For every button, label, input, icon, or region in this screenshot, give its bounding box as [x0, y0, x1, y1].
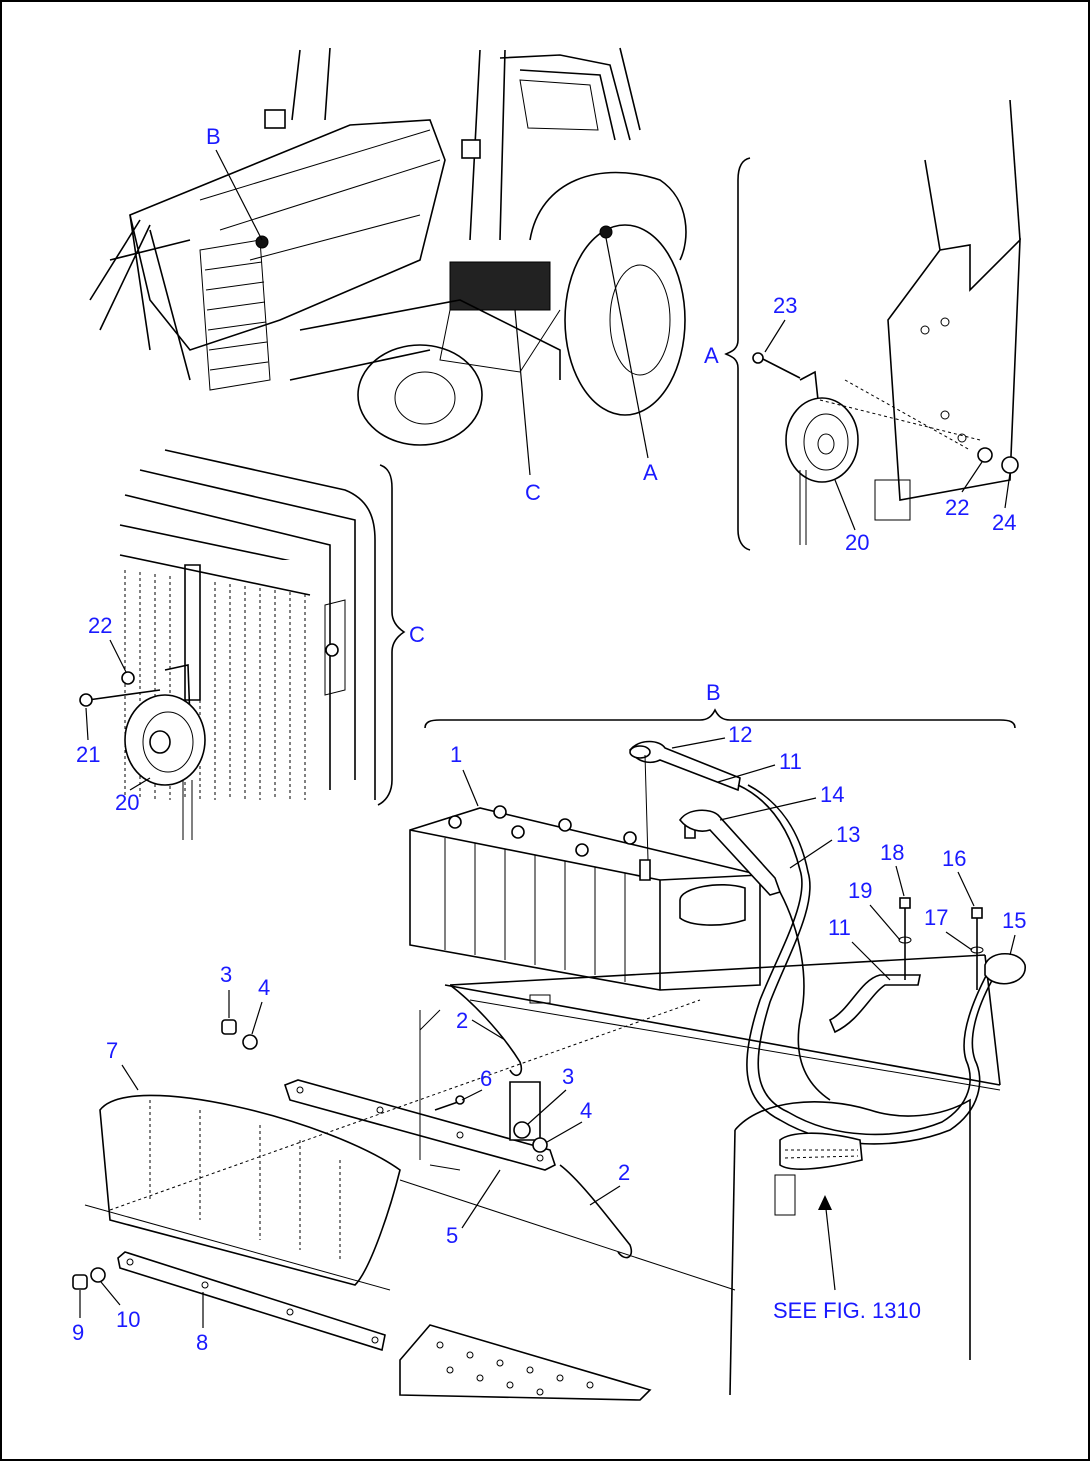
part-label-10: 10 [116, 1307, 140, 1332]
see-fig-arrowhead [818, 1195, 832, 1210]
leader-a23 [764, 319, 786, 353]
leader-17 [945, 931, 973, 951]
leader-10 [100, 1281, 121, 1306]
leader-6 [461, 1089, 483, 1101]
leader-7 [121, 1064, 139, 1091]
part-label-a22: 22 [945, 495, 969, 520]
leader-overview-c [514, 309, 531, 476]
leader-overview-a [605, 237, 649, 459]
machine-overview [89, 47, 687, 446]
overview-label-c: C [525, 480, 541, 505]
leader-a20 [834, 479, 856, 531]
part-label-11-bottom: 11 [828, 915, 851, 940]
leader-2-top [471, 1019, 506, 1041]
part-label-13: 13 [836, 822, 860, 847]
leader-3-right [527, 1089, 567, 1125]
view-label-b: B [706, 680, 721, 705]
leader-15 [1009, 934, 1016, 956]
view-a-brace [724, 157, 751, 551]
part-label-a20: 20 [845, 530, 869, 555]
part-label-19: 19 [848, 878, 872, 903]
leader-2-bottom [589, 1185, 621, 1206]
part-label-14: 14 [820, 782, 844, 807]
part-label-7: 7 [106, 1038, 118, 1063]
leader-c21 [85, 707, 89, 741]
part-label-17: 17 [924, 905, 948, 930]
part-label-4-right: 4 [580, 1098, 592, 1123]
leader-12 [671, 737, 726, 749]
leader-a24 [1004, 472, 1011, 509]
part-label-a23: 23 [773, 293, 797, 318]
leader-4-right [546, 1121, 583, 1143]
leader-c20 [129, 777, 151, 791]
part-label-a24: 24 [992, 510, 1016, 535]
view-b-brace [424, 708, 1016, 729]
leader-16 [957, 871, 975, 907]
part-label-16: 16 [942, 846, 966, 871]
view-label-a: A [704, 343, 719, 368]
leader-19 [869, 904, 901, 941]
leader-5 [461, 1169, 501, 1229]
part-label-9: 9 [72, 1320, 84, 1345]
leader-a22 [961, 461, 983, 493]
part-label-4-left: 4 [258, 975, 270, 1000]
part-label-1: 1 [450, 742, 462, 767]
part-label-3-right: 3 [562, 1064, 574, 1089]
part-label-12: 12 [728, 722, 752, 747]
leader-4-left [251, 1001, 263, 1035]
view-label-c: C [409, 622, 425, 647]
part-label-c21: 21 [76, 742, 100, 767]
cover-assembly [72, 984, 736, 1401]
leader-18 [895, 865, 905, 897]
part-label-2-top: 2 [456, 1008, 468, 1033]
part-label-15: 15 [1002, 908, 1026, 933]
overview-label-b: B [206, 124, 221, 149]
view-c [79, 449, 406, 840]
view-a [724, 99, 1021, 551]
part-label-c20: 20 [115, 790, 139, 815]
battery-assembly [409, 740, 1026, 1396]
view-c-brace [377, 464, 406, 806]
leader-c22 [109, 639, 127, 673]
see-fig-arrow [824, 1199, 836, 1291]
part-label-c22: 22 [88, 613, 112, 638]
leader-11-bottom [851, 941, 891, 981]
leader-overview-b [215, 149, 263, 241]
part-label-3-left: 3 [220, 962, 232, 987]
overview-label-a: A [643, 460, 658, 485]
leader-11-top [717, 764, 776, 783]
part-label-11-top: 11 [779, 749, 802, 774]
part-label-5: 5 [446, 1223, 458, 1248]
see-fig-note[interactable]: SEE FIG. 1310 [773, 1298, 921, 1323]
part-label-6: 6 [480, 1066, 492, 1091]
part-label-2-bottom: 2 [618, 1160, 630, 1185]
leader-13 [789, 839, 833, 869]
leader-1 [462, 769, 479, 807]
part-label-8: 8 [196, 1330, 208, 1355]
part-label-18: 18 [880, 840, 904, 865]
leader-14 [719, 797, 817, 821]
